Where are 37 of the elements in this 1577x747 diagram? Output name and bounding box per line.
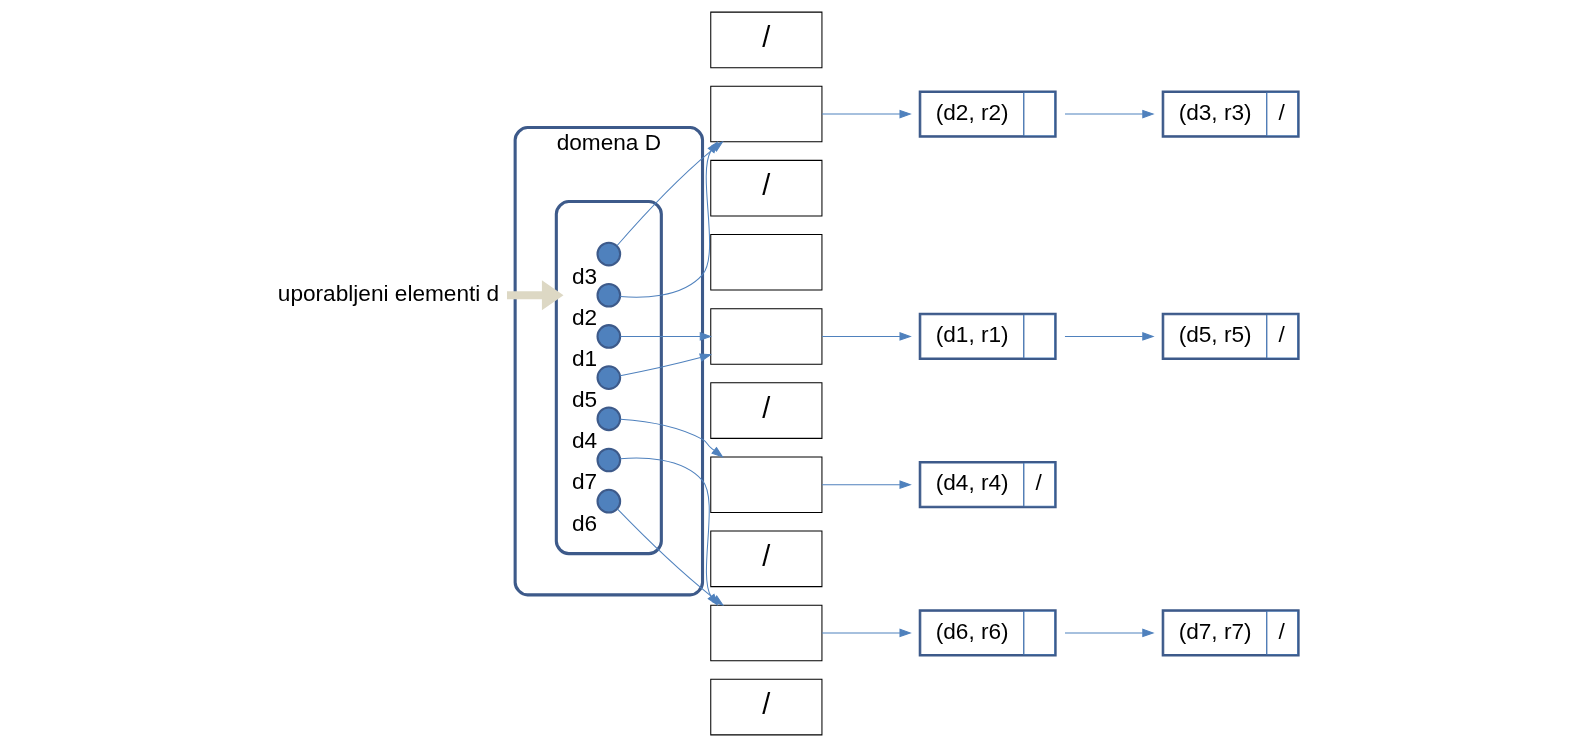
- arrow: [821, 628, 912, 638]
- node-box: /: [709, 678, 822, 736]
- node-circle: [596, 406, 621, 432]
- node-box: /: [709, 159, 822, 217]
- node-circle: [596, 282, 621, 308]
- node-label: d6: [571, 510, 597, 536]
- arrow: [821, 332, 912, 341]
- arrow: [619, 353, 712, 377]
- node-label: d4: [571, 428, 597, 454]
- arrow: [506, 280, 563, 311]
- node-box: [709, 308, 822, 365]
- node-label: d1: [571, 345, 597, 371]
- node-circle: [596, 241, 621, 267]
- node-circle: [596, 324, 621, 349]
- node-label: d2: [571, 304, 597, 330]
- node-box: /: [709, 530, 822, 588]
- cluster: [554, 200, 663, 556]
- arrow: [1063, 628, 1155, 638]
- node-label: d3: [571, 263, 597, 289]
- node-circle: [596, 365, 621, 390]
- arrow: [821, 109, 912, 119]
- node-text: uporabljeni elementi d: [277, 281, 499, 307]
- node-box: [709, 234, 822, 291]
- node-box: /: [709, 382, 822, 439]
- arrow: [1063, 109, 1155, 119]
- node-box: [709, 604, 822, 662]
- node-label: d7: [571, 469, 597, 495]
- node-box: /: [709, 11, 822, 69]
- arrow: [1063, 332, 1155, 341]
- arrow: [821, 480, 912, 489]
- arrow: [619, 418, 724, 458]
- node-box: [709, 85, 822, 143]
- node-circle: [596, 488, 621, 514]
- node-label: d5: [571, 387, 597, 413]
- arrow: [619, 332, 712, 341]
- node-box: [709, 456, 822, 513]
- node-circle: [596, 447, 621, 473]
